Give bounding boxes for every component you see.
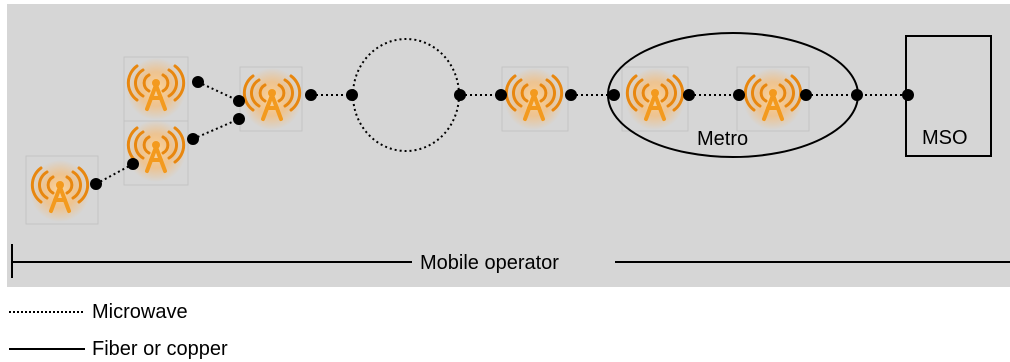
- node-dot: [683, 89, 695, 101]
- node-dot: [851, 89, 863, 101]
- node-dot: [608, 89, 620, 101]
- cell-tower-icon: [240, 66, 304, 132]
- cell-tower-icon: [124, 56, 188, 122]
- node-dot: [800, 89, 812, 101]
- cell-tower-icon: [124, 118, 188, 184]
- node-dot: [733, 89, 745, 101]
- cell-tower-icon: [741, 66, 805, 132]
- node-dot: [346, 89, 358, 101]
- node-dot: [90, 178, 102, 190]
- metro-label: Metro: [697, 128, 748, 150]
- operator-label: Mobile operator: [420, 252, 559, 274]
- cell-tower-icon: [623, 66, 687, 132]
- node-dot: [233, 95, 245, 107]
- node-dot: [233, 113, 245, 125]
- node-dot: [495, 89, 507, 101]
- node-dot: [187, 133, 199, 145]
- nodes: [90, 76, 914, 190]
- cell-tower-icon: [28, 158, 92, 224]
- node-dot: [192, 76, 204, 88]
- cell-tower-icon: [502, 66, 566, 132]
- operator-bracket: [11, 244, 1010, 278]
- node-dot: [902, 89, 914, 101]
- node-dot: [565, 89, 577, 101]
- node-dot: [127, 158, 139, 170]
- mso-label: MSO: [922, 127, 968, 149]
- node-dot: [305, 89, 317, 101]
- legend-microwave-label: Microwave: [92, 301, 188, 323]
- node-dot: [454, 89, 466, 101]
- legend-fiber-label: Fiber or copper: [92, 338, 228, 360]
